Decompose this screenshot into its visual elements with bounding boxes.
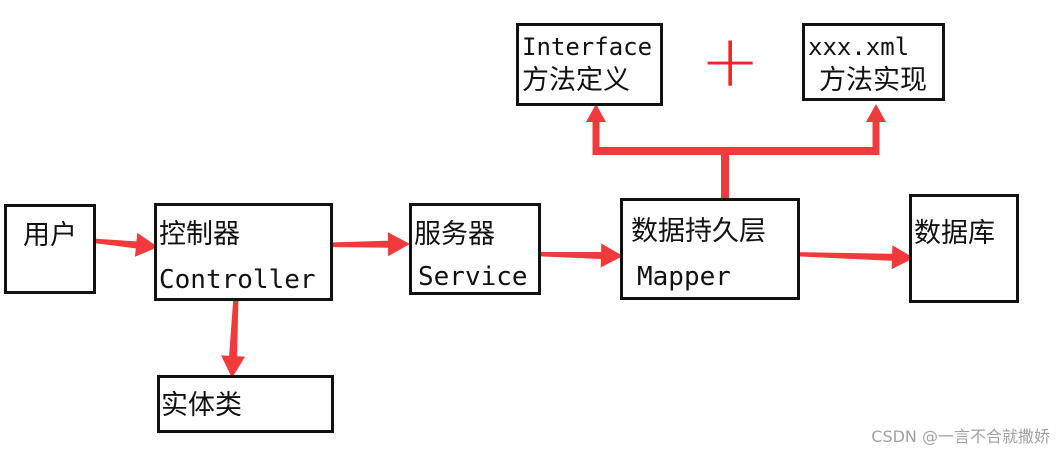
- node-controller-subtitle: Controller: [159, 265, 316, 295]
- node-service-title: 服务器: [414, 219, 495, 250]
- arrow-user-to-controller: [85, 232, 158, 257]
- watermark: CSDN @一言不合就撒娇: [871, 427, 1050, 446]
- node-xml-subtitle: 方法实现: [819, 65, 927, 96]
- arrow-mapper-to-database: [789, 245, 914, 270]
- node-entity: 实体类: [157, 375, 334, 433]
- node-interface: Interface 方法定义: [516, 23, 663, 106]
- node-controller-title: 控制器: [159, 219, 240, 250]
- node-entity-label: 实体类: [161, 390, 242, 421]
- arrow-controller-to-service: [314, 232, 410, 257]
- node-mapper: 数据持久层 Mapper: [620, 198, 800, 300]
- node-controller: 控制器 Controller: [154, 203, 333, 301]
- arrow-mapper-to-xml: [866, 104, 886, 155]
- node-mapper-title: 数据持久层: [631, 216, 766, 247]
- node-xml-title: xxx.xml: [808, 33, 910, 61]
- node-interface-subtitle: 方法定义: [522, 65, 630, 96]
- node-database: 数据库: [909, 194, 1019, 303]
- node-database-label: 数据库: [914, 218, 995, 249]
- node-service-subtitle: Service: [418, 262, 528, 292]
- plus-sign: +: [700, 19, 761, 103]
- node-mapper-subtitle: Mapper: [637, 262, 731, 292]
- node-xml: xxx.xml 方法实现: [802, 23, 945, 101]
- node-user-label: 用户: [23, 220, 77, 251]
- node-service: 服务器 Service: [409, 203, 541, 295]
- arrow-service-to-mapper: [532, 243, 623, 268]
- node-interface-title: Interface: [522, 33, 653, 61]
- node-user: 用户: [4, 204, 96, 294]
- arrow-mapper-to-interface: [586, 104, 606, 155]
- arrow-controller-to-entity: [221, 295, 246, 378]
- arrows-layer: [85, 104, 914, 378]
